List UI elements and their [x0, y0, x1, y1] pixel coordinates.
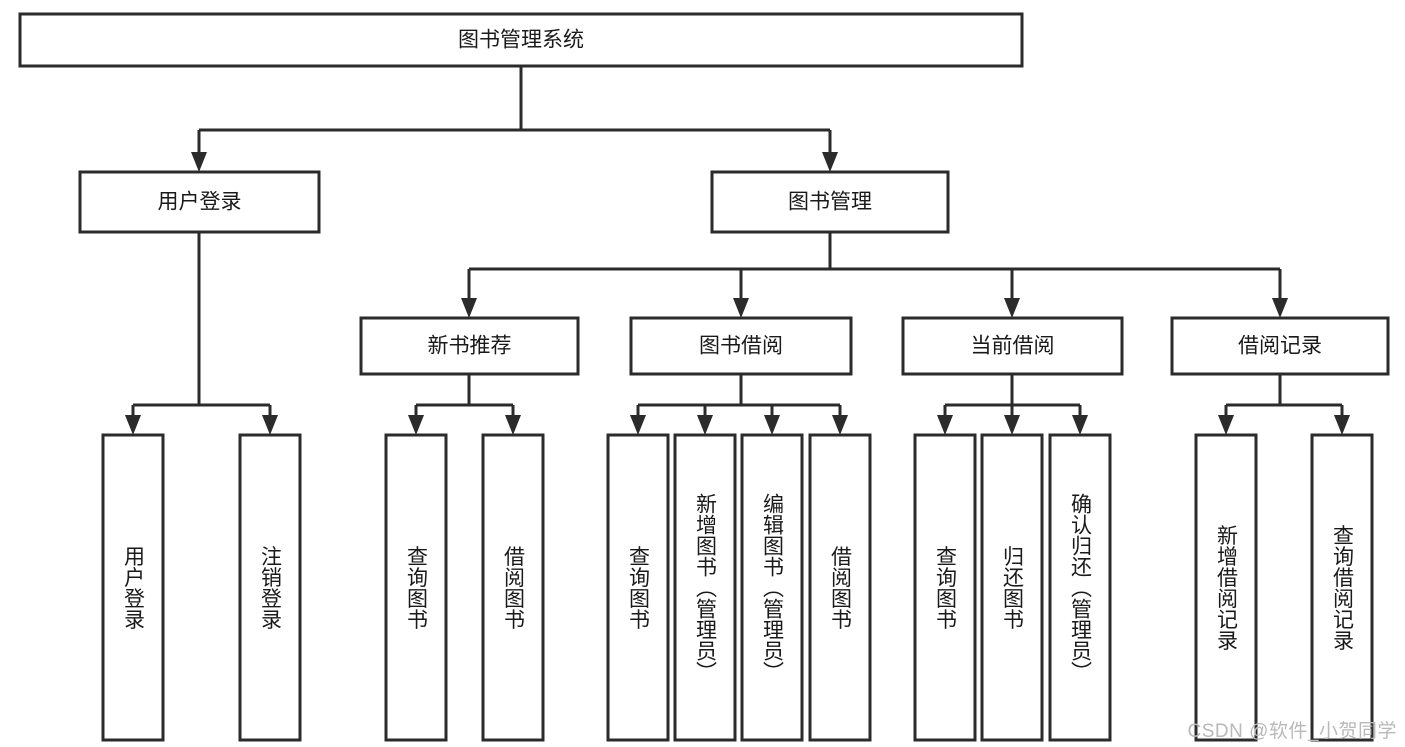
- arrow-head-icon: [764, 415, 780, 435]
- connector-path: [636, 374, 842, 417]
- node-leaf-6[interactable]: 编辑图书（管理员）: [740, 433, 804, 742]
- connector-path: [197, 66, 832, 154]
- node-label: 新书推荐: [428, 335, 512, 358]
- node-box[interactable]: [1310, 433, 1374, 742]
- node-level3-3[interactable]: 借阅记录: [1170, 316, 1390, 376]
- arrow-head-icon: [832, 415, 848, 435]
- node-leaf-8[interactable]: 查询图书: [913, 433, 977, 742]
- arrow-head-icon: [1004, 298, 1020, 318]
- arrow-head-icon: [1004, 415, 1020, 435]
- node-label: 借阅图书: [829, 546, 853, 630]
- node-label: 用户登录: [158, 191, 242, 214]
- node-label: 确认归还（管理员）: [1069, 493, 1093, 682]
- node-box[interactable]: [78, 170, 321, 234]
- node-label: 图书管理系统: [458, 29, 584, 52]
- arrow-head-icon: [822, 152, 838, 172]
- node-leaf-1[interactable]: 注销登录: [238, 433, 302, 742]
- node-label: 查询图书: [627, 546, 651, 630]
- node-box[interactable]: [980, 433, 1044, 742]
- node-label: 图书管理: [788, 191, 872, 214]
- node-leaf-4[interactable]: 查询图书: [606, 433, 670, 742]
- connector-path: [414, 374, 515, 417]
- node-box[interactable]: [710, 170, 950, 234]
- arrow-head-icon: [1272, 298, 1288, 318]
- node-leaf-10[interactable]: 确认归还（管理员）: [1048, 433, 1112, 742]
- node-box[interactable]: [481, 433, 545, 742]
- arrow-head-icon: [505, 415, 521, 435]
- connector-path: [943, 374, 1082, 417]
- node-level3-2[interactable]: 当前借阅: [901, 316, 1124, 376]
- arrow-head-icon: [697, 415, 713, 435]
- node-leaf-12[interactable]: 查询借阅记录: [1310, 433, 1374, 742]
- node-label: 编辑图书（管理员）: [761, 493, 785, 682]
- connector-path: [1224, 374, 1344, 417]
- node-label: 借阅图书: [502, 546, 526, 630]
- arrow-head-icon: [191, 152, 207, 172]
- connector-path: [467, 232, 1282, 300]
- node-level3-0[interactable]: 新书推荐: [359, 316, 580, 376]
- node-level2-1[interactable]: 图书管理: [710, 170, 950, 234]
- node-leaf-3[interactable]: 借阅图书: [481, 433, 545, 742]
- node-box[interactable]: [1194, 433, 1258, 742]
- arrow-head-icon: [937, 415, 953, 435]
- node-label: 用户登录: [122, 546, 146, 630]
- node-label: 查询图书: [934, 546, 958, 630]
- node-label: 归还图书: [1001, 546, 1025, 630]
- edge-books-to-level3: [467, 232, 1282, 300]
- node-box[interactable]: [606, 433, 670, 742]
- node-leaf-2[interactable]: 查询图书: [384, 433, 448, 742]
- node-box[interactable]: [808, 433, 872, 742]
- edge-borrow-to-leaves: [636, 374, 842, 417]
- arrow-head-icon: [1334, 415, 1350, 435]
- node-leaf-9[interactable]: 归还图书: [980, 433, 1044, 742]
- edge-login-to-leaves: [131, 232, 272, 417]
- node-label: 借阅记录: [1238, 335, 1322, 358]
- node-label: 新增借阅记录: [1215, 525, 1239, 651]
- node-label: 新增图书（管理员）: [694, 493, 718, 682]
- node-box[interactable]: [913, 433, 977, 742]
- node-box[interactable]: [384, 433, 448, 742]
- arrow-head-icon: [1072, 415, 1088, 435]
- arrow-head-icon: [1218, 415, 1234, 435]
- arrow-head-icon: [408, 415, 424, 435]
- connector-path: [131, 232, 272, 417]
- node-box[interactable]: [901, 316, 1124, 376]
- node-box[interactable]: [359, 316, 580, 376]
- node-box[interactable]: [18, 12, 1024, 68]
- watermark-label: CSDN @软件_小贺同学: [1187, 721, 1397, 742]
- node-leaf-5[interactable]: 新增图书（管理员）: [673, 433, 737, 742]
- edge-record-to-leaves: [1224, 374, 1344, 417]
- node-box[interactable]: [740, 433, 804, 742]
- node-box[interactable]: [629, 316, 853, 376]
- node-label: 查询图书: [405, 546, 429, 630]
- node-label: 当前借阅: [971, 335, 1055, 358]
- edge-current-to-leaves: [943, 374, 1082, 417]
- node-label: 注销登录: [259, 546, 283, 630]
- node-box[interactable]: [1170, 316, 1390, 376]
- node-leaf-7[interactable]: 借阅图书: [808, 433, 872, 742]
- arrow-head-icon: [461, 298, 477, 318]
- arrow-head-icon: [125, 415, 141, 435]
- node-box[interactable]: [101, 433, 165, 742]
- node-level3-1[interactable]: 图书借阅: [629, 316, 853, 376]
- edge-root-to-level2: [197, 66, 832, 154]
- arrow-head-icon: [262, 415, 278, 435]
- node-leaf-0[interactable]: 用户登录: [101, 433, 165, 742]
- node-box[interactable]: [673, 433, 737, 742]
- node-level2-0[interactable]: 用户登录: [78, 170, 321, 234]
- node-root[interactable]: 图书管理系统: [18, 12, 1024, 68]
- node-leaf-11[interactable]: 新增借阅记录: [1194, 433, 1258, 742]
- arrow-head-icon: [630, 415, 646, 435]
- edge-newbooks-to-leaves: [414, 374, 515, 417]
- node-box[interactable]: [1048, 433, 1112, 742]
- node-box[interactable]: [238, 433, 302, 742]
- arrow-head-icon: [733, 298, 749, 318]
- node-label: 查询借阅记录: [1331, 525, 1355, 651]
- node-label: 图书借阅: [699, 335, 783, 358]
